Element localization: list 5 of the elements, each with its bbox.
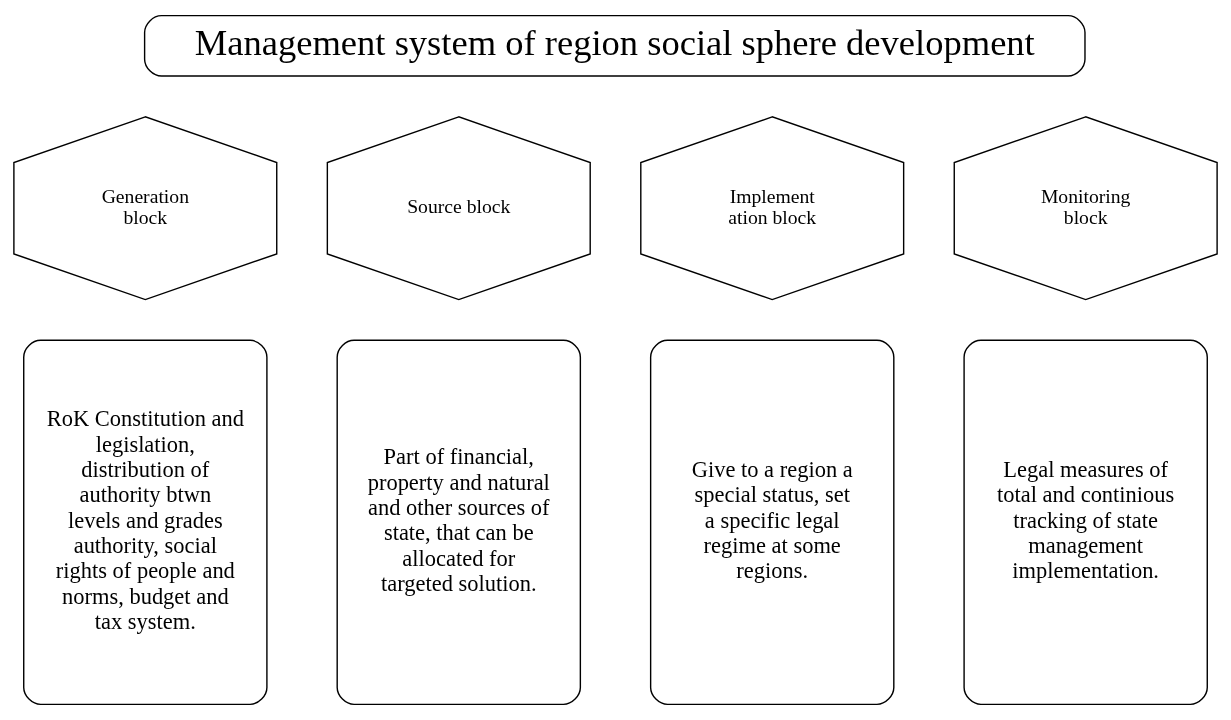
- node-box: RoK Constitution and legislation, distribution of authority btwn levels and grades authority, social rights of people and norms, budget and tax system.: [23, 339, 268, 706]
- node-box: Part of financial, property and natural and other sources of state, that can be allocated for targeted solution.: [336, 339, 582, 706]
- node-box: Legal measures of total and continious tracking of state management implementation.: [963, 339, 1208, 706]
- node-box: Management system of region social sphere development: [143, 14, 1086, 77]
- node-box: Give to a region a special status, set a specific legal regime at some regions.: [649, 339, 895, 706]
